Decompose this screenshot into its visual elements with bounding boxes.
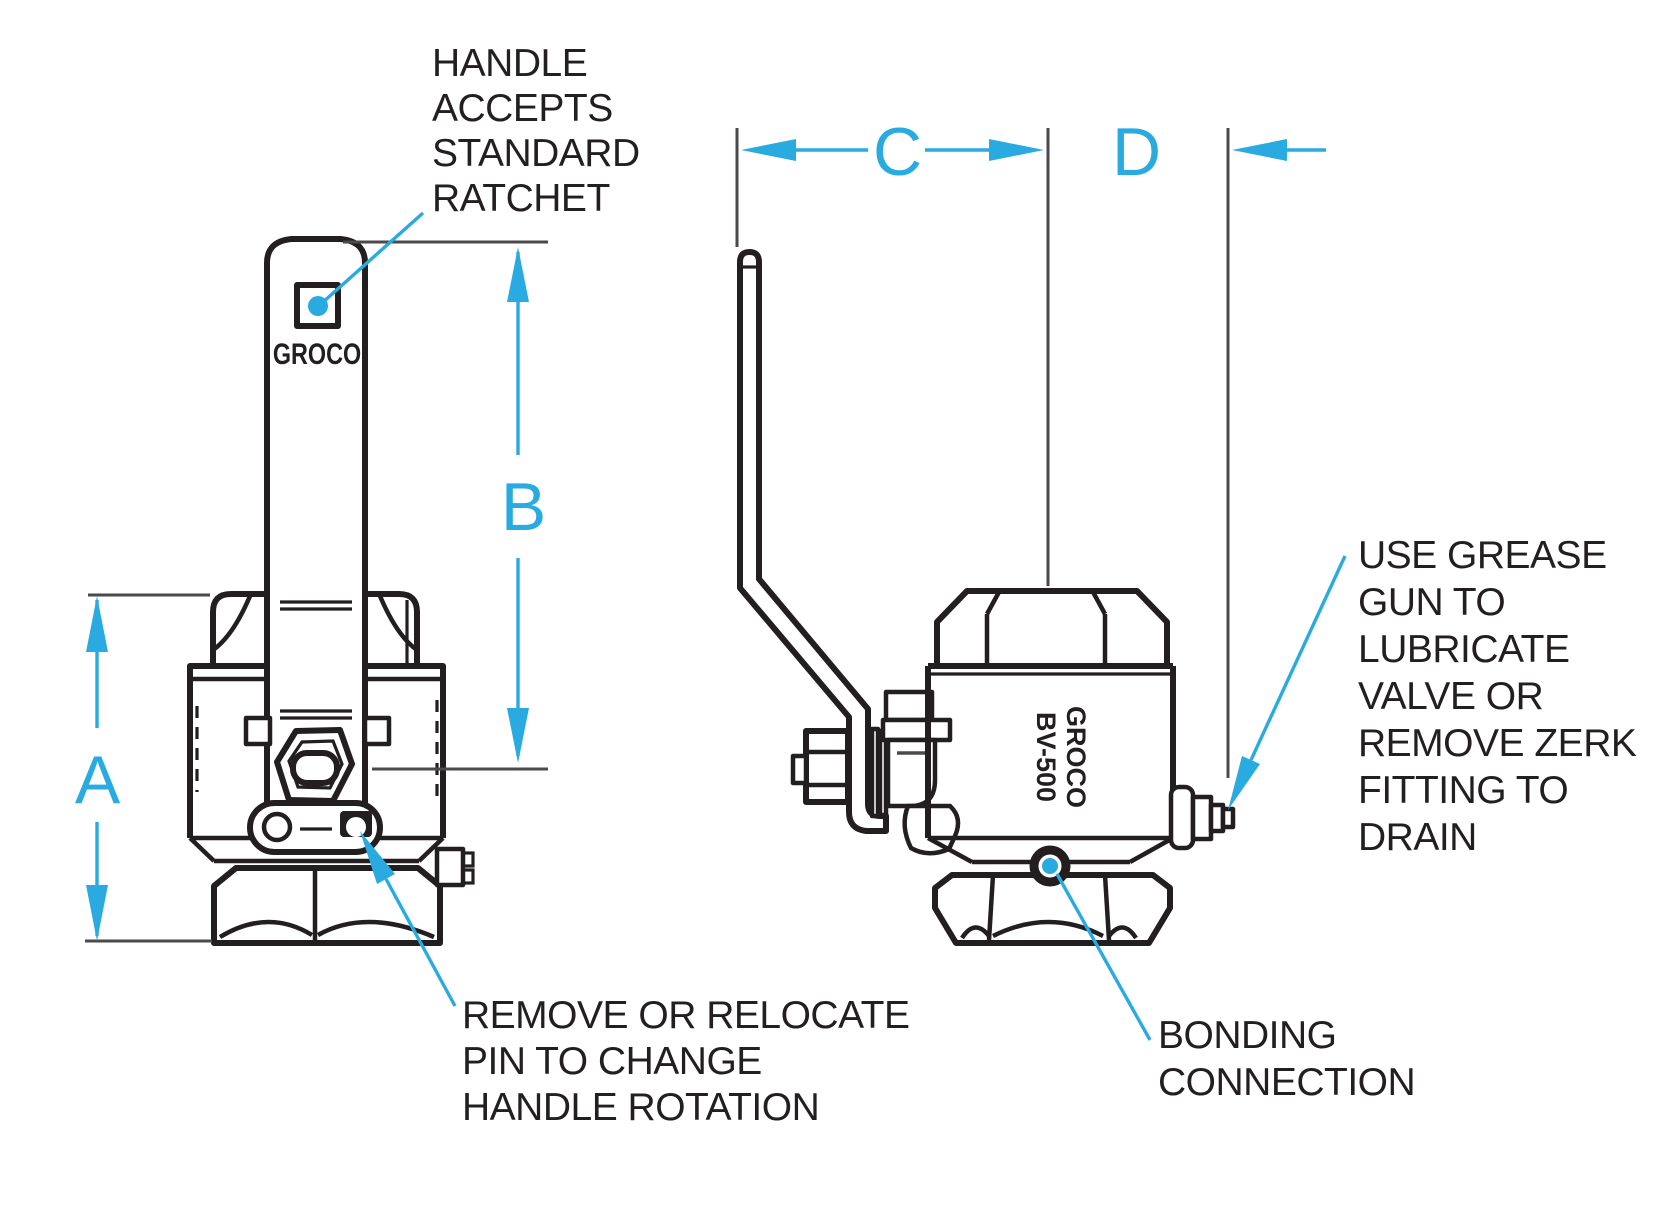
svg-text:GROCO: GROCO <box>1061 706 1091 808</box>
dimension-a: A <box>75 593 212 943</box>
svg-text:VALVE OR: VALVE OR <box>1358 675 1543 718</box>
svg-text:HANDLE ROTATION: HANDLE ROTATION <box>462 1086 819 1129</box>
stem-assembly-side <box>790 689 961 856</box>
svg-text:DRAIN: DRAIN <box>1358 816 1477 859</box>
leader-grease-fitting <box>1228 555 1347 810</box>
dimension-c: C <box>735 114 1050 586</box>
dimension-a-label: A <box>75 742 121 818</box>
svg-text:PIN TO CHANGE: PIN TO CHANGE <box>462 1040 762 1083</box>
note-bonding: BONDING CONNECTION <box>1158 1014 1416 1104</box>
svg-text:REMOVE ZERK: REMOVE ZERK <box>1358 722 1637 765</box>
dimension-c-label: C <box>873 114 921 190</box>
note-remove-pin: REMOVE OR RELOCATE PIN TO CHANGE HANDLE … <box>462 994 910 1129</box>
stem-nut-front <box>274 727 355 804</box>
zerk-fitting <box>1168 784 1236 851</box>
svg-text:BONDING: BONDING <box>1158 1014 1337 1057</box>
handle-pivot-slot <box>247 800 383 855</box>
leader-remove-pin <box>360 831 457 1007</box>
svg-text:LUBRICATE: LUBRICATE <box>1358 628 1570 671</box>
dimension-b: B <box>343 240 548 771</box>
bonding-connection-port <box>1029 845 1071 887</box>
svg-text:GUN TO: GUN TO <box>1358 581 1505 624</box>
svg-text:STANDARD: STANDARD <box>432 132 640 175</box>
pin-hole-left <box>261 811 293 843</box>
note-grease-fitting: USE GREASE GUN TO LUBRICATE VALVE OR REM… <box>1358 534 1637 859</box>
svg-text:HANDLE: HANDLE <box>432 42 587 85</box>
top-hex-side <box>934 588 1170 666</box>
valve-lever-side <box>737 249 889 834</box>
dimension-d: D <box>1112 114 1326 778</box>
dimension-d-label: D <box>1112 114 1160 190</box>
dimension-b-label: B <box>501 469 545 545</box>
stem-nut-side <box>803 728 851 805</box>
svg-text:ACCEPTS: ACCEPTS <box>432 87 613 130</box>
drain-fitting-front <box>434 846 475 888</box>
svg-text:FITTING TO: FITTING TO <box>1358 769 1568 812</box>
side-view-valve: GROCO BV-500 <box>737 249 1236 946</box>
note-handle-ratchet: HANDLE ACCEPTS STANDARD RATCHET <box>432 42 640 220</box>
handle-logo-text: GROCO <box>273 337 361 370</box>
svg-text:REMOVE OR RELOCATE: REMOVE OR RELOCATE <box>462 994 910 1037</box>
body-logo-text: GROCO BV-500 <box>1031 706 1091 808</box>
leader-bonding <box>1055 873 1152 1041</box>
svg-text:CONNECTION: CONNECTION <box>1158 1061 1415 1104</box>
front-view-valve: GROCO <box>187 236 475 946</box>
leader-handle-ratchet <box>308 211 425 316</box>
svg-text:BV-500: BV-500 <box>1031 712 1061 802</box>
svg-text:USE GREASE: USE GREASE <box>1358 534 1607 577</box>
svg-text:RATCHET: RATCHET <box>432 177 610 220</box>
valve-handle-front: GROCO <box>264 236 368 819</box>
